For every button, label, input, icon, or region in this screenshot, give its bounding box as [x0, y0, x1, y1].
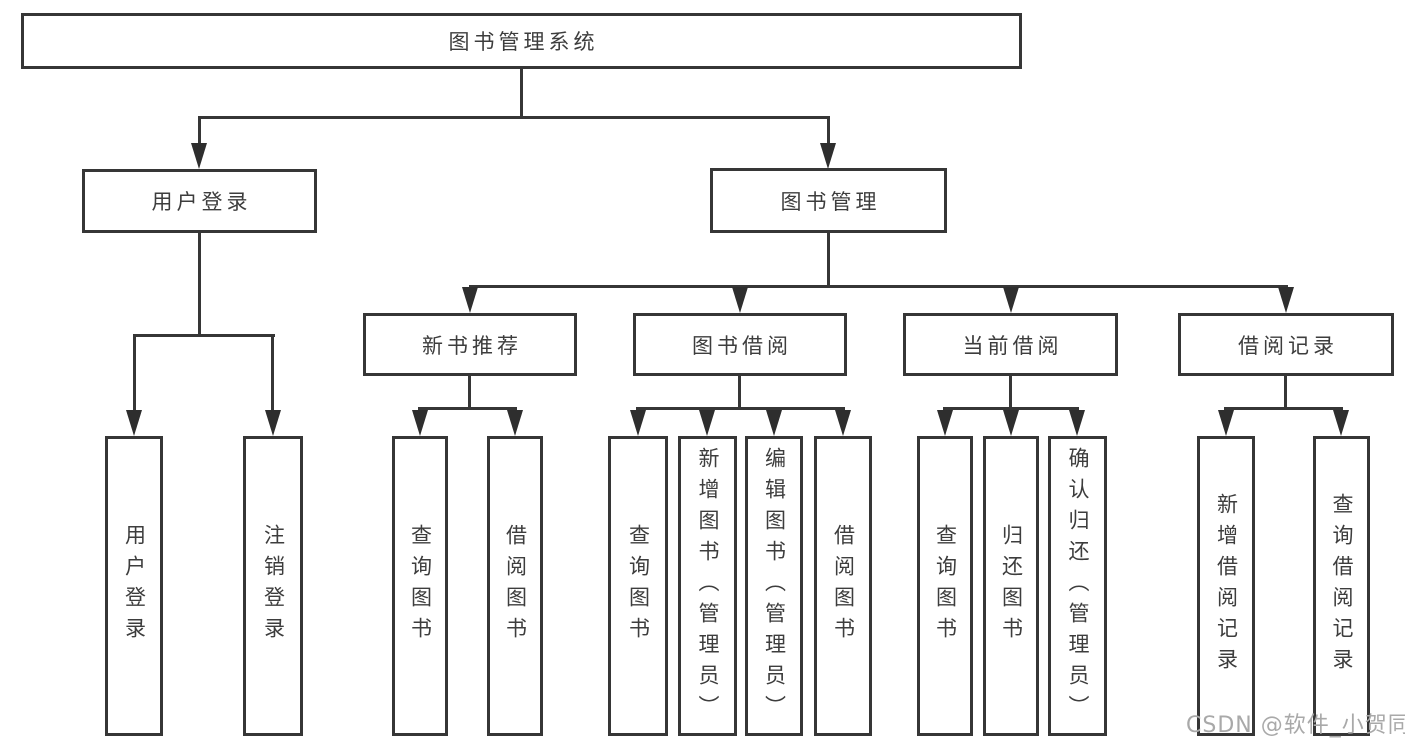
connector-level1-hline: [198, 116, 830, 119]
arrow-down-icon: [1278, 287, 1294, 313]
leaf-query-books-2: 查询图书: [608, 436, 668, 736]
leaf-borrow-books-2: 借阅图书: [814, 436, 872, 736]
leaf-edit-books-admin: 编辑图书（管理员）: [745, 436, 803, 736]
node-borrow-records: 借阅记录: [1178, 313, 1394, 376]
connector-current-borrow-split: [943, 407, 1079, 410]
leaf-confirm-return-admin: 确认归还（管理员）: [1048, 436, 1107, 736]
leaf-query-borrow-record: 查询借阅记录: [1313, 436, 1370, 736]
connector-new-books-down: [468, 376, 471, 410]
leaf-user-login: 用户登录: [105, 436, 163, 736]
node-current-borrow: 当前借阅: [903, 313, 1118, 376]
arrow-down-icon: [699, 410, 715, 436]
arrow-down-icon: [191, 143, 207, 169]
connector-user-login-stem: [198, 116, 201, 145]
connector-user-login-down: [198, 233, 201, 337]
arrow-down-icon: [265, 410, 281, 436]
connector-book-mgmt-stem: [827, 116, 830, 145]
connector-leaf-vline: [133, 334, 136, 412]
arrow-down-icon: [507, 410, 523, 436]
arrow-down-icon: [766, 410, 782, 436]
csdn-watermark: CSDN @软件_小贺同学: [1186, 713, 1405, 738]
connector-new-books-split: [418, 407, 517, 410]
leaf-query-books-3: 查询图书: [917, 436, 973, 736]
arrow-down-icon: [630, 410, 646, 436]
arrow-down-icon: [1003, 410, 1019, 436]
connector-book-mgmt-down: [827, 233, 830, 288]
arrow-down-icon: [937, 410, 953, 436]
arrow-down-icon: [1333, 410, 1349, 436]
leaf-query-books-1: 查询图书: [392, 436, 448, 736]
arrow-down-icon: [126, 410, 142, 436]
connector-borrow-records-down: [1284, 376, 1287, 410]
connector-leaf-vline: [271, 334, 274, 412]
node-book-borrow: 图书借阅: [633, 313, 847, 376]
leaf-borrow-books-1: 借阅图书: [487, 436, 543, 736]
arrow-down-icon: [1218, 410, 1234, 436]
connector-user-login-split: [133, 334, 275, 337]
connector-borrow-records-split: [1224, 407, 1343, 410]
arrow-down-icon: [835, 410, 851, 436]
leaf-logout: 注销登录: [243, 436, 303, 736]
connector-trunk-vline: [520, 69, 523, 118]
connector-book-borrow-down: [738, 376, 741, 410]
node-new-book-recommend: 新书推荐: [363, 313, 577, 376]
connector-book-borrow-split: [636, 407, 845, 410]
connector-level3-hline: [469, 285, 1288, 288]
leaf-add-borrow-record: 新增借阅记录: [1197, 436, 1255, 736]
node-book-management: 图书管理: [710, 168, 947, 233]
arrow-down-icon: [1003, 287, 1019, 313]
node-root-library-system: 图书管理系统: [21, 13, 1022, 69]
arrow-down-icon: [462, 287, 478, 313]
arrow-down-icon: [820, 143, 836, 169]
leaf-add-books-admin: 新增图书（管理员）: [678, 436, 737, 736]
node-user-login: 用户登录: [82, 169, 317, 233]
connector-current-borrow-down: [1009, 376, 1012, 410]
arrow-down-icon: [412, 410, 428, 436]
arrow-down-icon: [1069, 410, 1085, 436]
arrow-down-icon: [732, 287, 748, 313]
leaf-return-books: 归还图书: [983, 436, 1039, 736]
